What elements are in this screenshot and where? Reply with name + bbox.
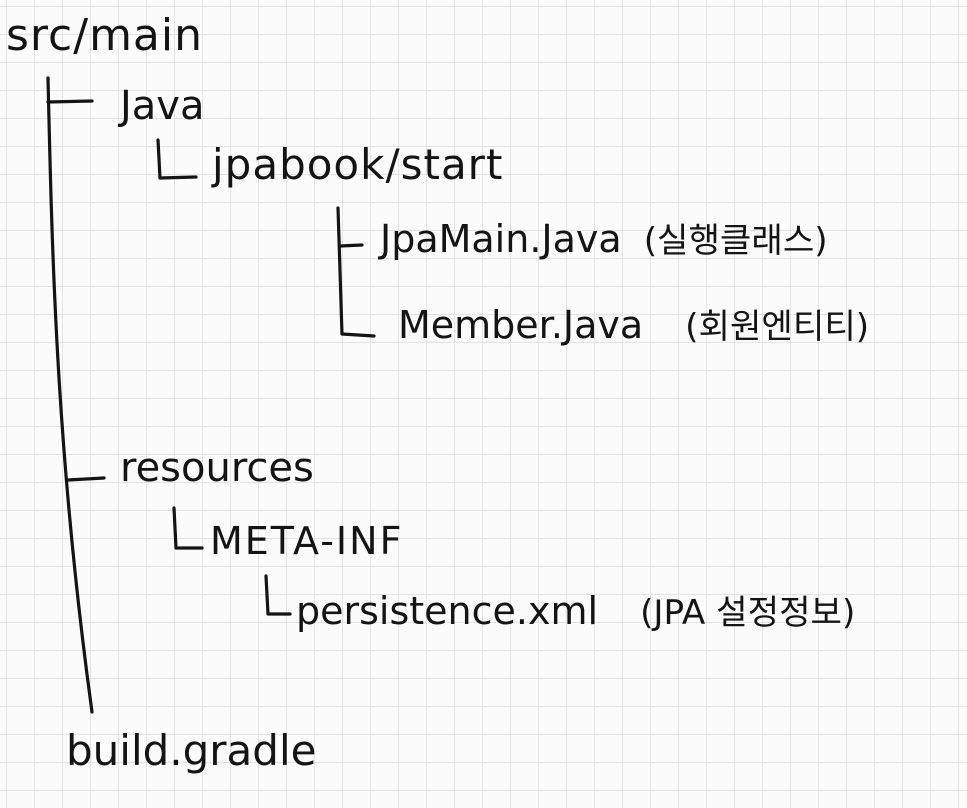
folder-meta-inf: META-INF	[210, 519, 404, 563]
file-jpamain-note: (실행클래스)	[643, 221, 828, 261]
folder-java: Java	[120, 83, 205, 129]
elbow-package	[156, 138, 198, 180]
branch-java	[46, 99, 94, 104]
elbow-persistence	[264, 574, 292, 616]
file-build-gradle: build.gradle	[66, 726, 317, 775]
folder-src-main: src/main	[6, 10, 203, 61]
file-jpamain: JpaMain.Java (실행클래스)	[380, 220, 828, 258]
file-persistence-note: (JPA 설정정보)	[640, 593, 856, 633]
file-member-note: (회원엔티티)	[685, 307, 870, 347]
file-persistence: persistence.xml (JPA 설정정보)	[296, 592, 855, 630]
branch-resources	[66, 476, 106, 482]
branch-jpamain	[338, 243, 364, 248]
file-persistence-label: persistence.xml	[296, 589, 599, 633]
file-jpamain-label: JpaMain.Java	[380, 217, 622, 261]
folder-jpabook-start: jpabook/start	[212, 140, 504, 189]
folder-resources: resources	[120, 445, 314, 491]
file-member: Member.Java (회원엔티티)	[398, 306, 869, 344]
elbow-meta-inf	[172, 506, 204, 550]
file-member-label: Member.Java	[398, 303, 644, 347]
package-children-line	[336, 206, 376, 338]
trunk-line	[46, 76, 94, 714]
